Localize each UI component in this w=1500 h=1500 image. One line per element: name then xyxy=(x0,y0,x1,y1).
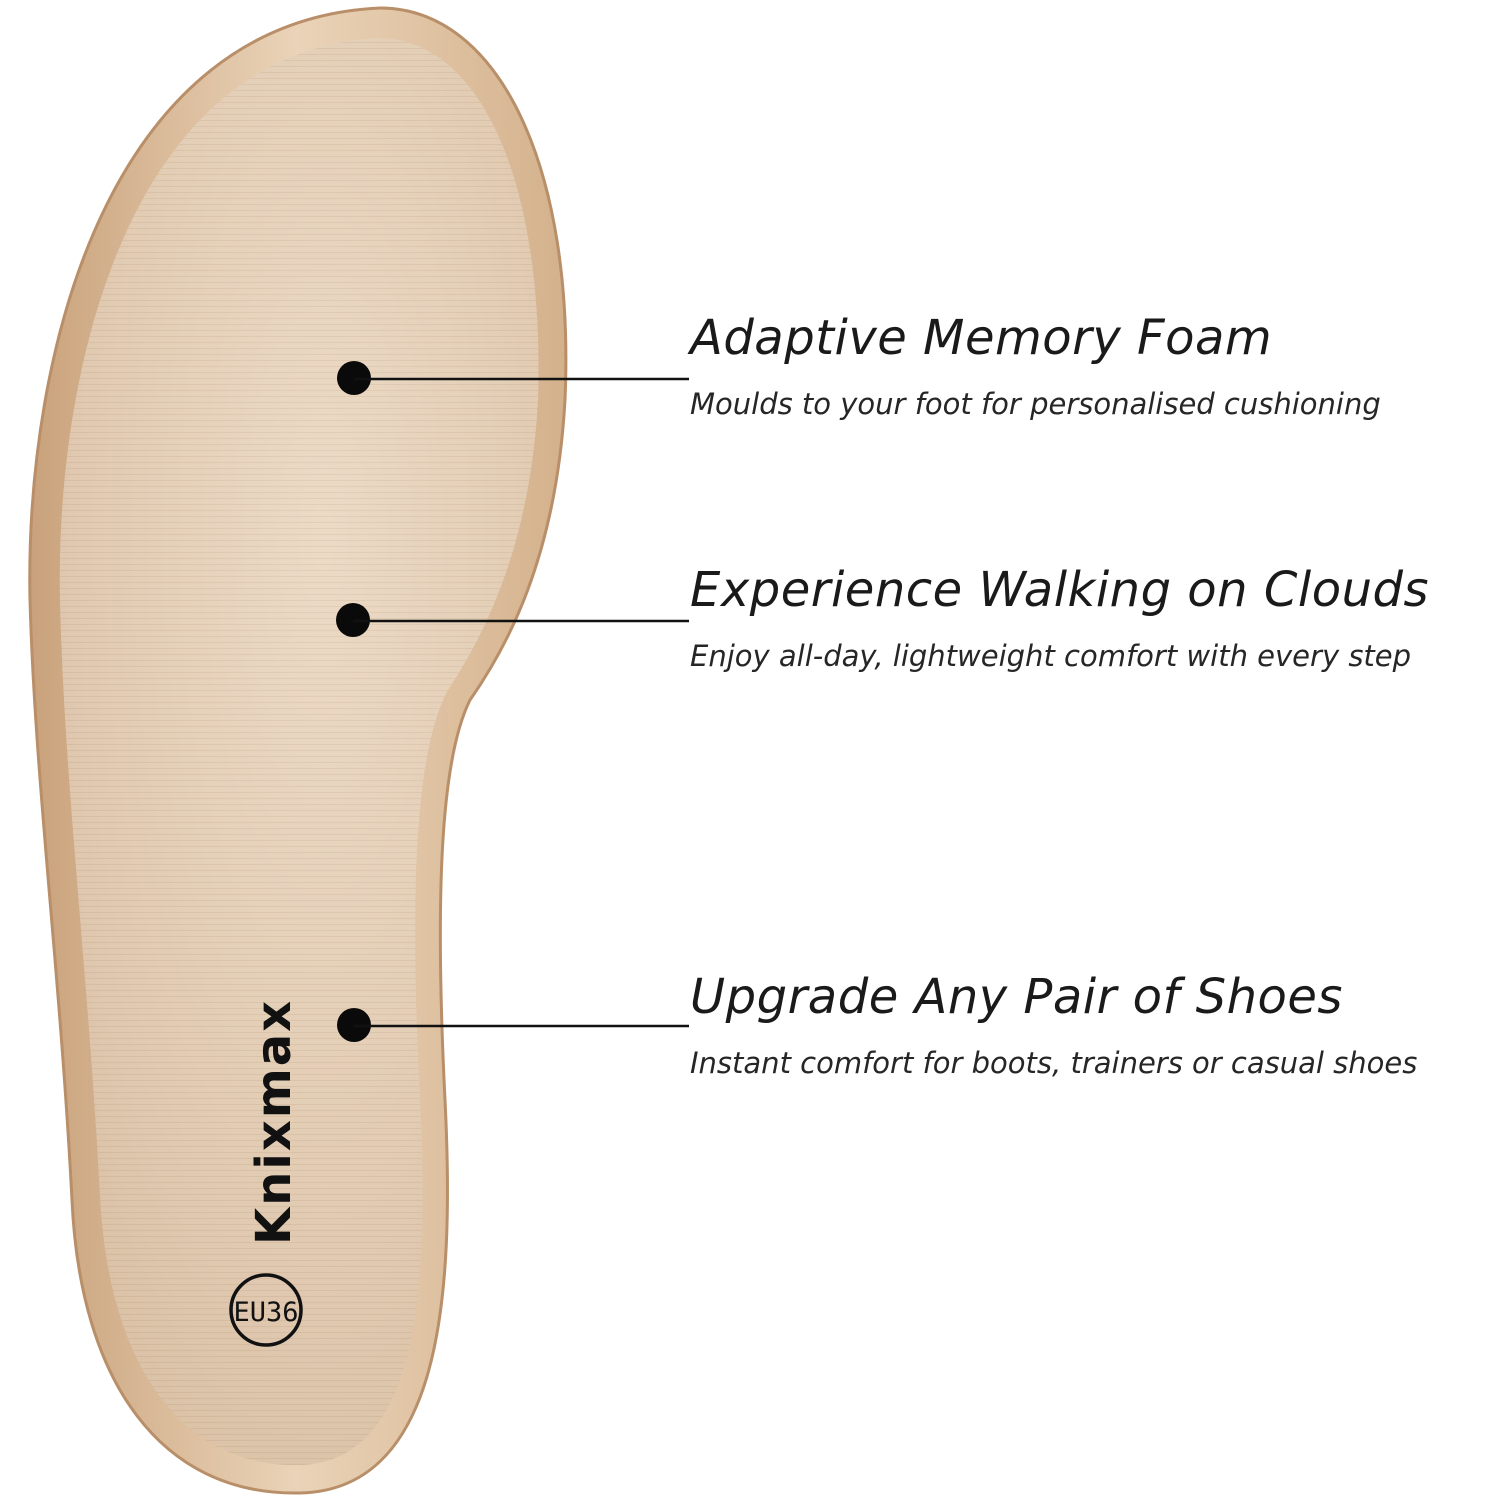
feature-title: Experience Walking on Clouds xyxy=(690,562,1429,618)
feature-description: Moulds to your foot for personalised cus… xyxy=(690,387,1381,421)
size-badge-label: EU36 xyxy=(233,1297,298,1328)
insole-shading xyxy=(59,38,539,1466)
feature-description: Enjoy all-day, lightweight comfort with … xyxy=(690,639,1412,673)
feature-memory-foam: Adaptive Memory Foam Moulds to your foot… xyxy=(690,310,1381,422)
feature-walking-on-clouds: Experience Walking on Clouds Enjoy all-d… xyxy=(690,562,1429,674)
feature-description: Instant comfort for boots, trainers or c… xyxy=(690,1046,1418,1080)
size-badge-icon: EU36 xyxy=(229,1273,303,1347)
brand-name: Knixmax xyxy=(246,999,302,1245)
feature-title: Upgrade Any Pair of Shoes xyxy=(690,969,1343,1025)
callout-3 xyxy=(337,1008,689,1042)
callout-1 xyxy=(337,361,689,395)
feature-upgrade-shoes: Upgrade Any Pair of Shoes Instant comfor… xyxy=(690,969,1417,1081)
feature-title: Adaptive Memory Foam xyxy=(690,310,1273,366)
callout-2 xyxy=(336,603,689,637)
